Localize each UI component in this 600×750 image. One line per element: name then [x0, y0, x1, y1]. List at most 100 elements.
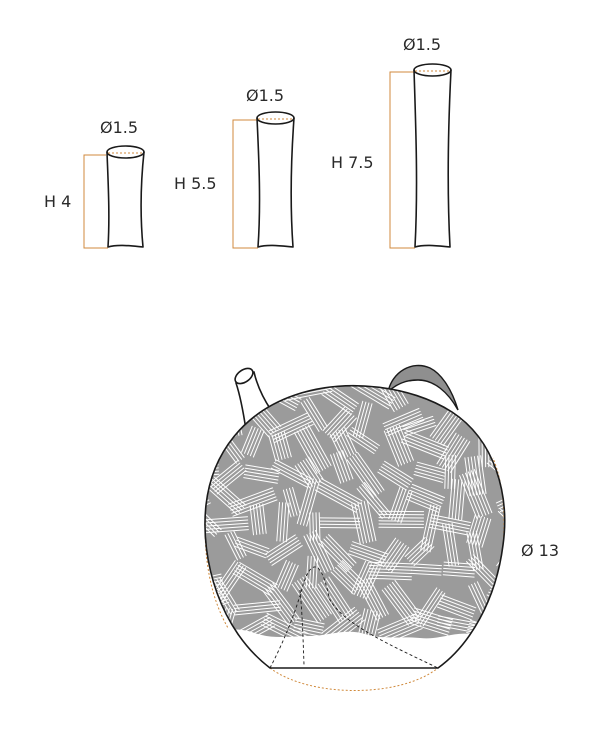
hatch-stroke [362, 579, 384, 618]
hatch-stroke [382, 628, 423, 646]
hatch-stroke [214, 476, 247, 506]
hatch-stroke [280, 431, 289, 459]
hatch-stroke [486, 594, 505, 612]
hatch-stroke [439, 600, 475, 615]
hatch-stroke [411, 483, 445, 498]
hatch-stroke [308, 397, 328, 427]
hatch-stroke [404, 422, 436, 434]
hatch-stroke [368, 568, 413, 571]
hatch-stroke [292, 630, 322, 637]
hatch-stroke [280, 562, 293, 590]
hatch-stroke [413, 474, 443, 483]
hatch-stroke [262, 503, 267, 534]
hatch-stroke [262, 590, 290, 626]
hatch-stroke [233, 530, 247, 557]
hatch-stroke [204, 424, 215, 455]
hatch-stroke [271, 434, 280, 461]
diameter-label: Ø1.5 [403, 35, 441, 54]
hatch-stroke [356, 488, 383, 519]
hatch-stroke [468, 558, 495, 586]
hatch-stroke [262, 621, 305, 643]
hatch-stroke [235, 542, 268, 556]
hatch-stroke [379, 619, 419, 637]
hatch-stroke [351, 503, 361, 545]
hatch-stroke [411, 563, 442, 567]
hatch-stroke [228, 487, 273, 505]
hatch-stroke [368, 571, 412, 574]
hatch-stroke [502, 506, 505, 528]
hatch-stroke [305, 574, 332, 615]
hatch-stroke [450, 441, 471, 473]
hatch-stroke [351, 455, 380, 495]
diameter-label: Ø1.5 [246, 86, 284, 105]
hatch-stroke [224, 534, 238, 561]
hatch-stroke [230, 493, 276, 511]
hatch-stroke [244, 427, 256, 454]
hatch-stroke [369, 561, 413, 565]
hatch-stroke [243, 477, 278, 484]
hatch-stroke [219, 608, 230, 641]
hatch-stroke [507, 552, 515, 593]
hatch-stroke [204, 491, 205, 504]
hatch-stroke [443, 561, 476, 565]
hatch-stroke [413, 546, 435, 567]
hatch-stroke [210, 398, 219, 436]
height-dimension-line [389, 71, 415, 249]
hatch-stroke [386, 416, 424, 433]
hatch-stroke [497, 385, 505, 410]
hatch-stroke [472, 385, 502, 397]
hatch-stroke [409, 622, 449, 636]
hatch-stroke [289, 487, 298, 516]
hatch-stroke [231, 496, 277, 514]
hatch-stroke [204, 493, 207, 507]
hatch-stroke [469, 531, 478, 571]
hatch-stroke [467, 394, 497, 409]
hatch-stroke [331, 415, 355, 440]
hatch-stroke [270, 415, 310, 435]
vase-small: Ø1.5 H 4 [44, 118, 145, 249]
hatch-stroke [204, 388, 216, 401]
hatch-stroke [204, 467, 219, 472]
height-dimension-line [232, 119, 258, 249]
hatch-stroke [493, 452, 505, 456]
hatch-stroke [384, 460, 414, 480]
hatch-stroke [296, 477, 311, 524]
hatch-stroke [395, 425, 411, 462]
hatch-stroke [204, 525, 249, 530]
hatch-stroke [386, 585, 414, 622]
hatch-stroke [317, 483, 360, 507]
hatch-stroke [346, 459, 374, 498]
hatch-stroke [493, 440, 505, 443]
hatch-stroke [497, 511, 505, 532]
hatch-stroke [346, 435, 375, 454]
hatch-stroke [271, 545, 303, 566]
hatch-stroke [291, 583, 319, 624]
hatch-stroke [469, 388, 499, 403]
hatch-stroke [295, 617, 325, 625]
hatch-stroke [321, 606, 356, 634]
hatch-stroke [409, 541, 430, 562]
hatch-stroke [414, 471, 444, 480]
hatch-stroke [444, 454, 447, 489]
hatch-stroke [386, 429, 403, 466]
hatch-stroke [397, 490, 410, 523]
hatch-stroke [342, 450, 354, 480]
hatch-stroke [268, 539, 300, 561]
hatch-stroke [483, 412, 505, 436]
hatch-stroke [404, 537, 426, 557]
hatch-stroke [324, 408, 348, 434]
hatch-stroke [249, 429, 262, 457]
hatch-stroke [325, 536, 355, 566]
hatch-stroke [387, 419, 425, 436]
hatch-stroke [312, 512, 315, 542]
hatch-stroke [499, 496, 505, 513]
hatch-stroke [358, 402, 370, 438]
hatch-stroke [350, 547, 386, 561]
hatch-stroke [428, 526, 469, 536]
hatch-stroke [204, 427, 213, 457]
hatch-stroke [277, 432, 286, 459]
hatch-stroke [344, 427, 357, 454]
hatch-stroke [333, 453, 345, 483]
hatch-stroke [277, 561, 290, 588]
